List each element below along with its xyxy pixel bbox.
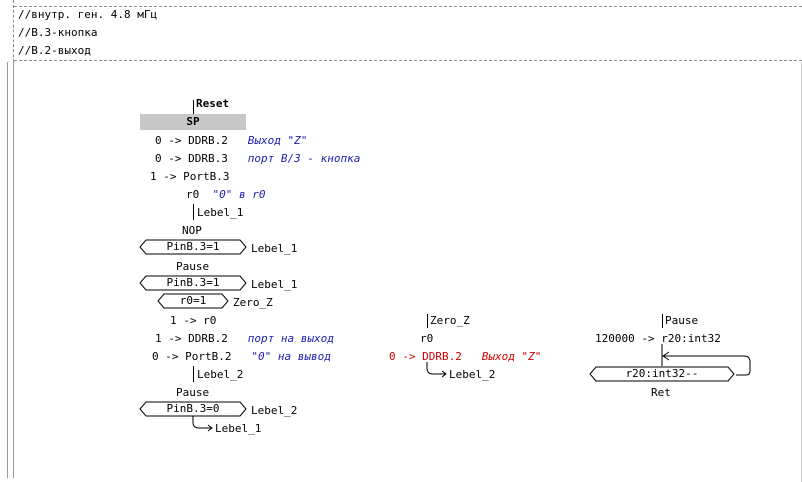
code-line[interactable]: 0 -> DDRB.2 Выход "Z": [155, 134, 307, 148]
code-line[interactable]: 1 -> PortB.3: [150, 170, 229, 184]
code-comment: "0" на вывод: [251, 350, 331, 363]
code-comment: "0" в r0: [212, 188, 266, 201]
jump-arrow-icon: [426, 362, 447, 378]
condition-block[interactable]: PinB.3=0: [139, 401, 247, 417]
condition-block[interactable]: r20:int32--: [589, 366, 735, 382]
comment-line: //B.3-кнопка: [18, 26, 98, 39]
code-comment: Выход "Z": [481, 350, 542, 363]
label-connector: [193, 204, 194, 220]
comment-line: //внутр. ген. 4.8 мГц: [18, 8, 158, 21]
code-text: 0 -> DDRB.3: [155, 152, 228, 165]
reset-label[interactable]: Reset: [196, 97, 230, 110]
editor-gutter-line: [7, 62, 8, 478]
jump-target[interactable]: Lebel_2: [449, 368, 496, 381]
condition-text: PinB.3=1: [166, 240, 220, 253]
nop-instruction[interactable]: NOP: [182, 224, 202, 237]
zero-z-label[interactable]: Zero_Z: [430, 314, 470, 327]
condition-block[interactable]: PinB.3=1: [139, 239, 247, 255]
jump-target[interactable]: Lebel_1: [251, 242, 298, 255]
code-text: 1 -> PortB.3: [150, 170, 230, 183]
jump-target[interactable]: Zero_Z: [233, 296, 273, 309]
condition-block[interactable]: r0=1: [157, 293, 229, 309]
ret-instruction[interactable]: Ret: [651, 386, 671, 399]
condition-block[interactable]: PinB.3=1: [139, 275, 247, 291]
label-connector: [662, 314, 663, 328]
condition-text: PinB.3=1: [166, 276, 220, 289]
code-text: 0 -> DDRB.2: [155, 134, 228, 147]
pause-label[interactable]: Pause: [665, 314, 699, 327]
label-connector: [427, 314, 428, 328]
code-line[interactable]: 120000 -> r20:int32: [595, 332, 721, 345]
label-lebel-2[interactable]: Lebel_2: [197, 368, 244, 381]
code-line[interactable]: 0 -> PortB.2 "0" на вывод: [152, 350, 331, 364]
condition-text: r0=1: [179, 294, 207, 307]
comment-line: //B.2-выход: [18, 44, 91, 57]
code-line[interactable]: 1 -> r0: [170, 314, 217, 327]
jump-target[interactable]: Lebel_1: [215, 422, 262, 435]
code-comment: порт B/3 - кнопка: [247, 152, 361, 165]
editor-gutter-line: [13, 62, 14, 478]
jump-target[interactable]: Lebel_1: [251, 278, 298, 291]
label-connector: [193, 366, 194, 382]
code-line[interactable]: r0 "0" в r0: [186, 188, 265, 202]
comment-left-border: [13, 0, 14, 62]
code-line[interactable]: 1 -> DDRB.2 порт на выход: [155, 332, 334, 346]
code-text: 1 -> DDRB.2: [155, 332, 228, 345]
code-text: r0: [186, 188, 200, 201]
code-comment: порт на выход: [247, 332, 334, 345]
comment-header: //внутр. ген. 4.8 мГц //B.3-кнопка //B.2…: [0, 0, 802, 62]
label-connector: [193, 100, 194, 114]
code-line[interactable]: 0 -> DDRB.3 порт B/3 - кнопка: [155, 152, 360, 166]
condition-text: PinB.3=0: [166, 402, 220, 415]
code-line[interactable]: 0 -> DDRB.2 Выход "Z": [389, 350, 541, 364]
code-text: 0 -> DDRB.2: [389, 350, 462, 363]
pause-call[interactable]: Pause: [176, 260, 210, 273]
sp-header[interactable]: SP: [140, 114, 246, 130]
loop-arrow-icon: [661, 344, 751, 376]
comment-bottom-separator: [14, 60, 802, 61]
jump-target[interactable]: Lebel_2: [251, 404, 298, 417]
label-lebel-1[interactable]: Lebel_1: [197, 206, 244, 219]
code-text: 0 -> PortB.2: [152, 350, 232, 363]
pause-call[interactable]: Pause: [176, 386, 210, 399]
condition-text: r20:int32--: [625, 367, 699, 380]
jump-arrow-icon: [192, 416, 213, 432]
comment-top-separator: [14, 6, 802, 7]
code-line[interactable]: r0: [420, 332, 434, 345]
code-comment: Выход "Z": [247, 134, 308, 147]
